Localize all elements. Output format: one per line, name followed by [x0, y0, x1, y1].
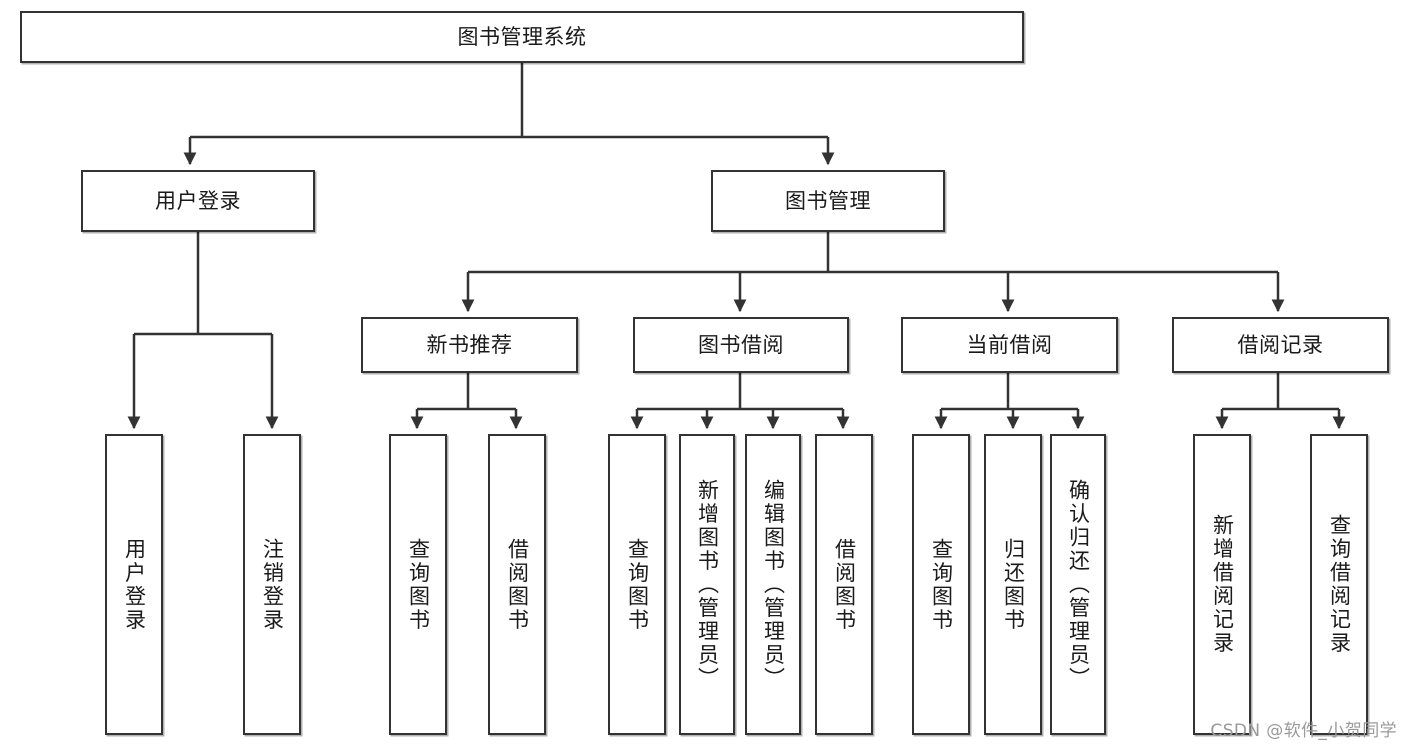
csdn-watermark: CSDN @软件_小贺同学	[1210, 721, 1397, 741]
node-book-borrow[interactable]: 图书借阅	[633, 317, 849, 373]
node-leaf-add-book[interactable]: 新增图书（管理员）	[679, 434, 735, 735]
node-leaf-borrow-book[interactable]: 借阅图书	[815, 434, 873, 735]
node-leaf-borrow-book-label: 借阅图书	[832, 537, 857, 632]
edge-root-bus	[190, 63, 828, 139]
node-book-management[interactable]: 图书管理	[711, 170, 945, 232]
node-leaf-query-borrow-record[interactable]: 查询借阅记录	[1310, 434, 1368, 735]
node-leaf-query-borrow-record-label: 查询借阅记录	[1327, 514, 1352, 655]
node-leaf-edit-book[interactable]: 编辑图书（管理员）	[745, 434, 801, 735]
node-borrow-record[interactable]: 借阅记录	[1172, 317, 1389, 373]
node-leaf-add-book-label: 新增图书（管理员）	[695, 478, 720, 691]
node-leaf-borrow-book-rec[interactable]: 借阅图书	[488, 434, 546, 735]
node-book-management-label: 图书管理	[785, 188, 871, 213]
node-leaf-borrow-book-rec-label: 借阅图书	[505, 537, 530, 632]
edge-new-book-recommend-bus	[417, 373, 516, 411]
edge-borrow-record-bus	[1222, 373, 1339, 411]
node-new-book-recommend[interactable]: 新书推荐	[361, 317, 578, 373]
node-user-login-label: 用户登录	[155, 188, 241, 213]
node-leaf-user-login-label: 用户登录	[122, 537, 147, 632]
node-user-login[interactable]: 用户登录	[81, 170, 315, 232]
node-borrow-record-label: 借阅记录	[1237, 332, 1324, 357]
node-leaf-add-borrow-record-label: 新增借阅记录	[1210, 514, 1235, 655]
node-root-label: 图书管理系统	[457, 24, 587, 49]
node-root[interactable]: 图书管理系统	[20, 11, 1024, 63]
node-leaf-confirm-return-label: 确认归还（管理员）	[1066, 478, 1091, 691]
node-leaf-edit-book-label: 编辑图书（管理员）	[761, 478, 786, 691]
edge-book-borrow-bus	[637, 373, 843, 411]
node-leaf-return-book[interactable]: 归还图书	[984, 434, 1042, 735]
node-new-book-recommend-label: 新书推荐	[426, 332, 513, 357]
node-leaf-query-book-rec[interactable]: 查询图书	[389, 434, 447, 735]
node-leaf-query-book-borrow-label: 查询图书	[625, 537, 650, 632]
edge-user-login-bus	[134, 232, 272, 336]
edge-current-borrow-bus	[941, 373, 1078, 411]
node-current-borrow-label: 当前借阅	[966, 332, 1053, 357]
node-leaf-logout-label: 注销登录	[260, 537, 285, 632]
node-leaf-query-book-current[interactable]: 查询图书	[912, 434, 970, 735]
node-leaf-user-login[interactable]: 用户登录	[105, 434, 163, 735]
node-leaf-return-book-label: 归还图书	[1001, 537, 1026, 632]
node-leaf-confirm-return[interactable]: 确认归还（管理员）	[1050, 434, 1106, 735]
node-current-borrow[interactable]: 当前借阅	[901, 317, 1118, 373]
edge-book-management-bus	[468, 232, 1278, 274]
node-leaf-query-book-current-label: 查询图书	[929, 537, 954, 632]
node-leaf-logout[interactable]: 注销登录	[243, 434, 301, 735]
node-leaf-query-book-borrow[interactable]: 查询图书	[608, 434, 666, 735]
node-leaf-query-book-rec-label: 查询图书	[406, 537, 431, 632]
node-book-borrow-label: 图书借阅	[698, 332, 784, 357]
node-leaf-add-borrow-record[interactable]: 新增借阅记录	[1193, 434, 1251, 735]
